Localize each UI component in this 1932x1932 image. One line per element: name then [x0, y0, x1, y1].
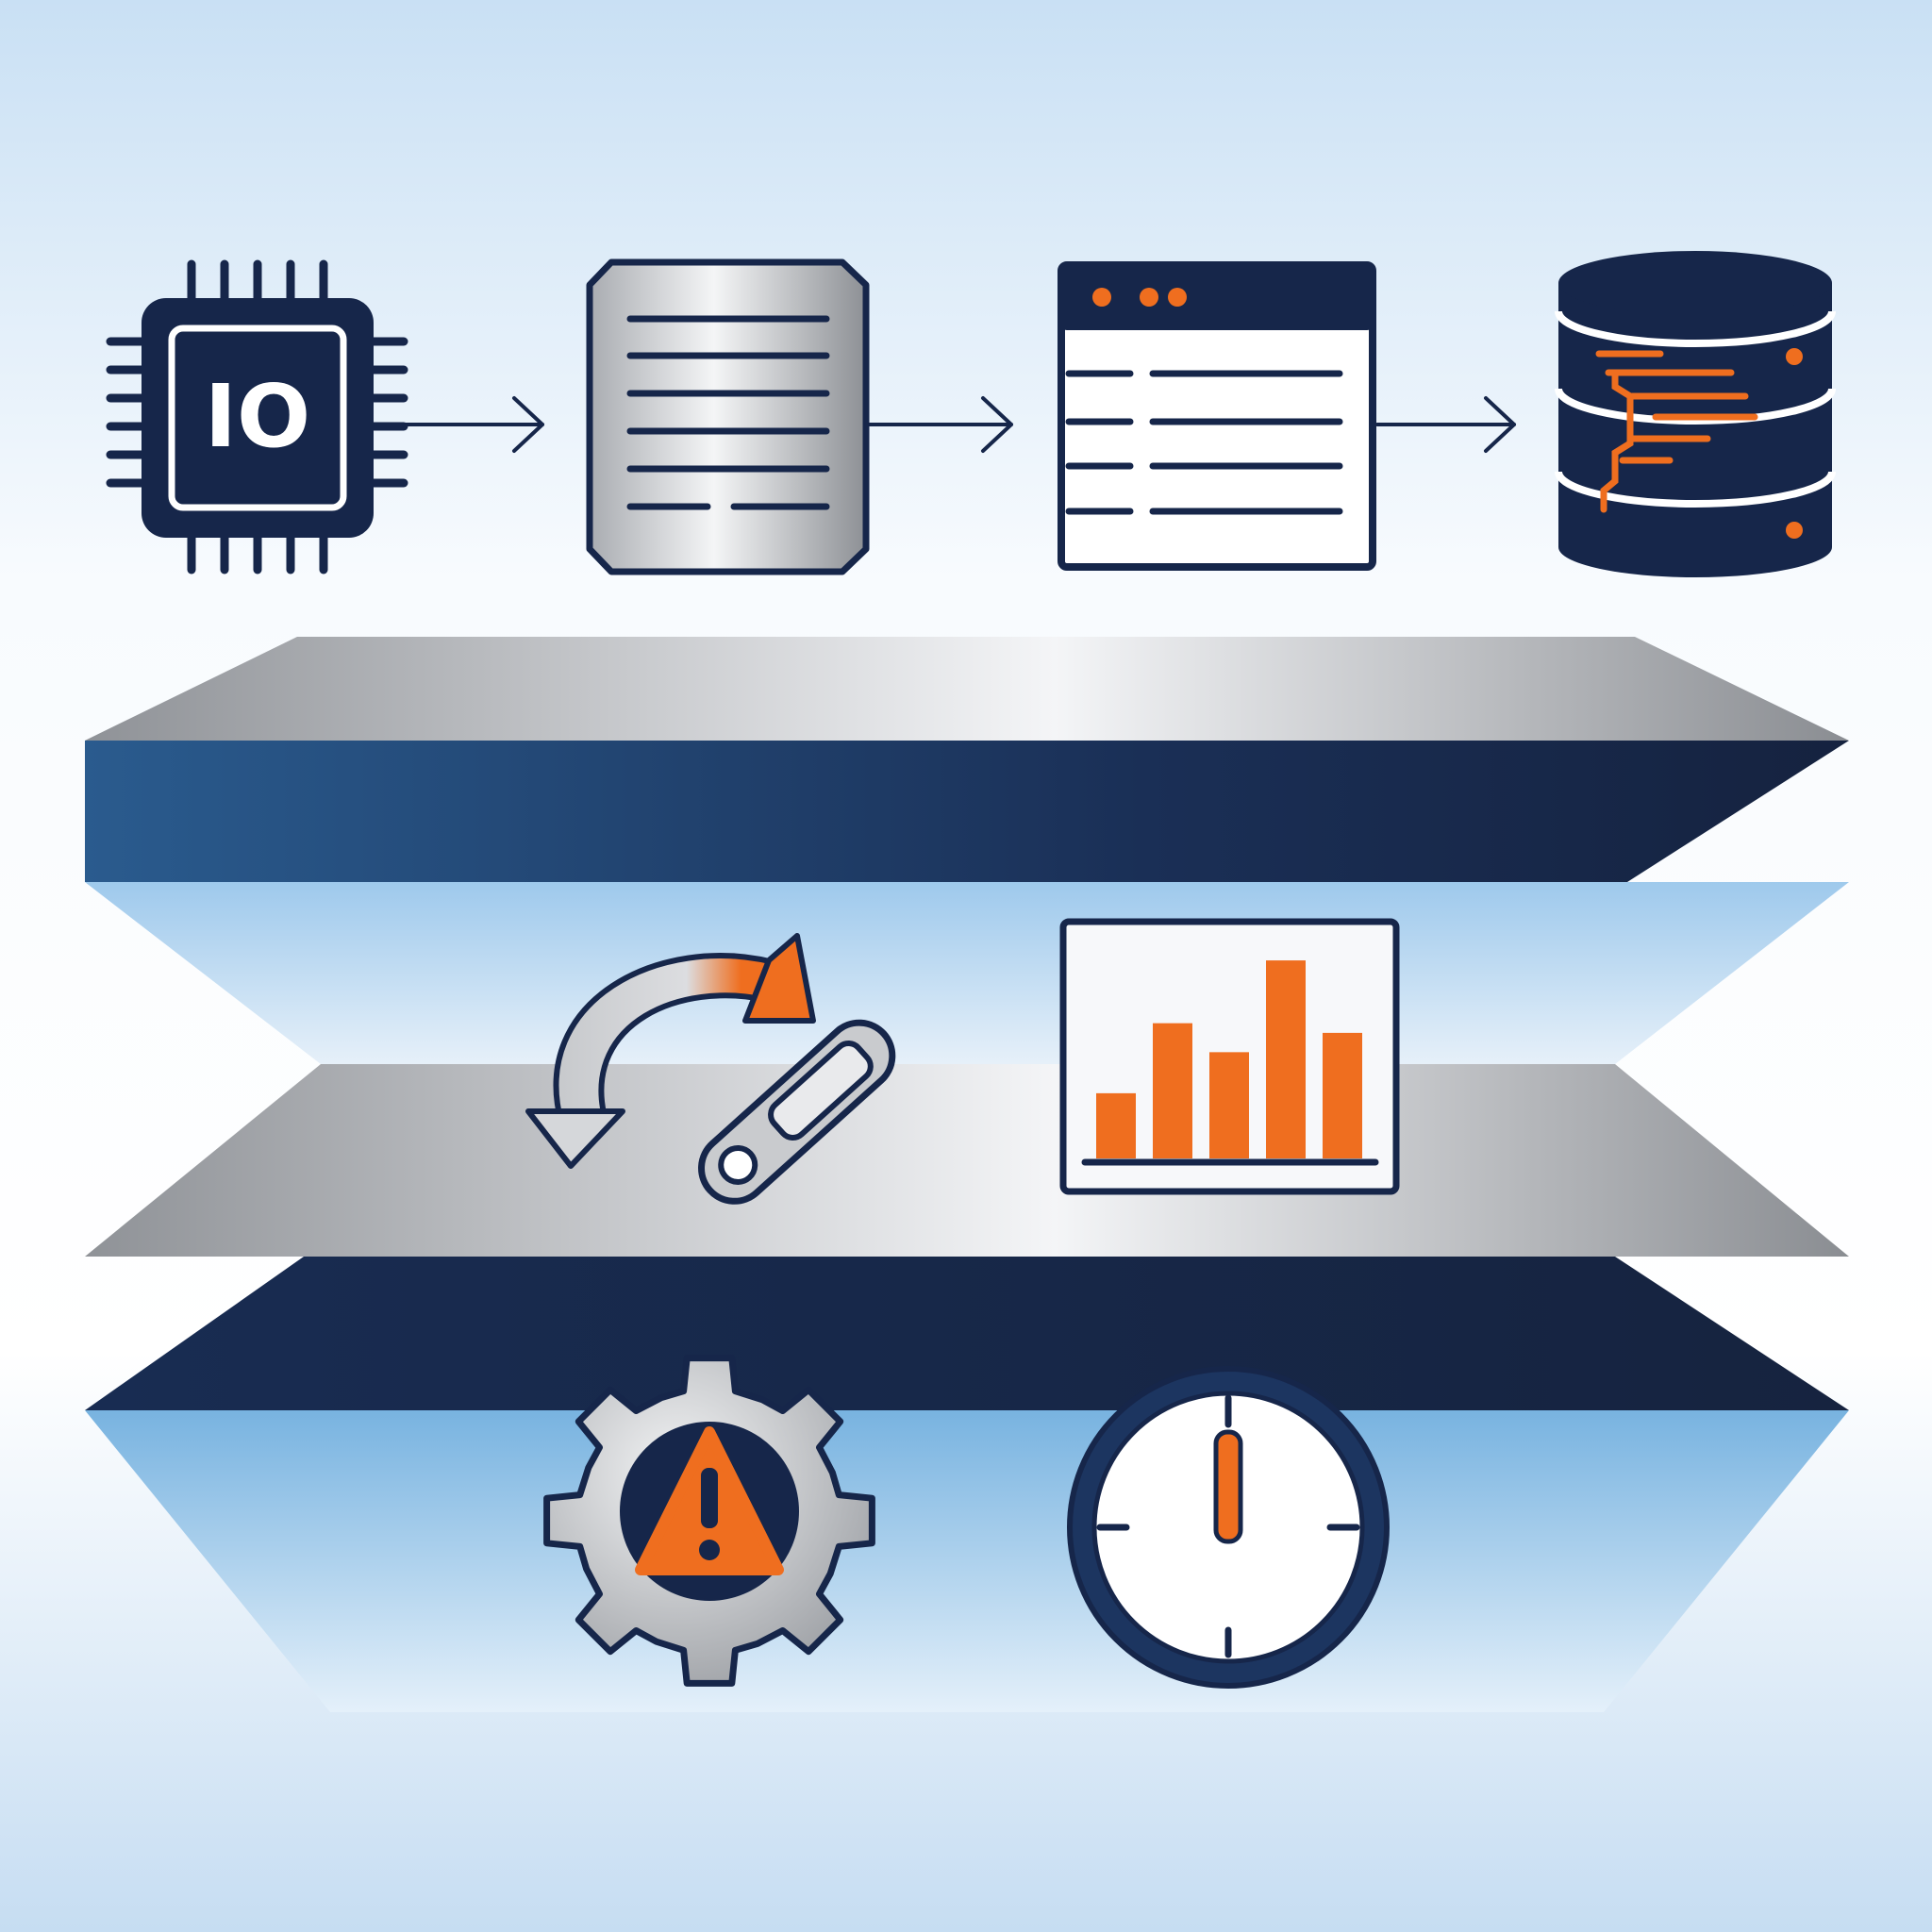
layer-panel-navy-bottom: [85, 1257, 1849, 1410]
layer-stack: [85, 637, 1849, 1712]
clock-hand: [1213, 1429, 1243, 1544]
layer-panel-steel-mid: [85, 1064, 1849, 1257]
connector-arrow: [404, 396, 544, 453]
connector-arrow: [868, 396, 1013, 453]
database-icon: [1555, 251, 1836, 577]
layer-panel-sky-mid: [85, 882, 1849, 1064]
bar-chart-bar: [1209, 1052, 1249, 1158]
chip-label: IO: [205, 366, 310, 467]
bar-chart-bar: [1153, 1023, 1192, 1158]
chip-icon: IO: [106, 259, 408, 575]
document-icon: [586, 258, 870, 575]
connector-arrow: [1375, 396, 1516, 453]
bar-chart-bar: [1323, 1032, 1362, 1158]
window-icon: [1058, 261, 1376, 571]
clock-icon: [1067, 1366, 1390, 1689]
layer-panel-steel-top: [85, 637, 1849, 741]
bar-chart-icon: [1059, 918, 1400, 1195]
bar-chart-bar: [1266, 960, 1306, 1158]
circular-arrow-icon: [525, 933, 816, 1169]
slider-toggle-icon: [698, 1019, 896, 1205]
bar-chart-bar: [1096, 1092, 1136, 1158]
pipeline-row: IO: [106, 251, 1836, 577]
layer-panel-sky-bottom: [85, 1410, 1849, 1712]
gear-warning-icon: [543, 1355, 875, 1687]
layer-panel-navy-top: [85, 741, 1849, 882]
